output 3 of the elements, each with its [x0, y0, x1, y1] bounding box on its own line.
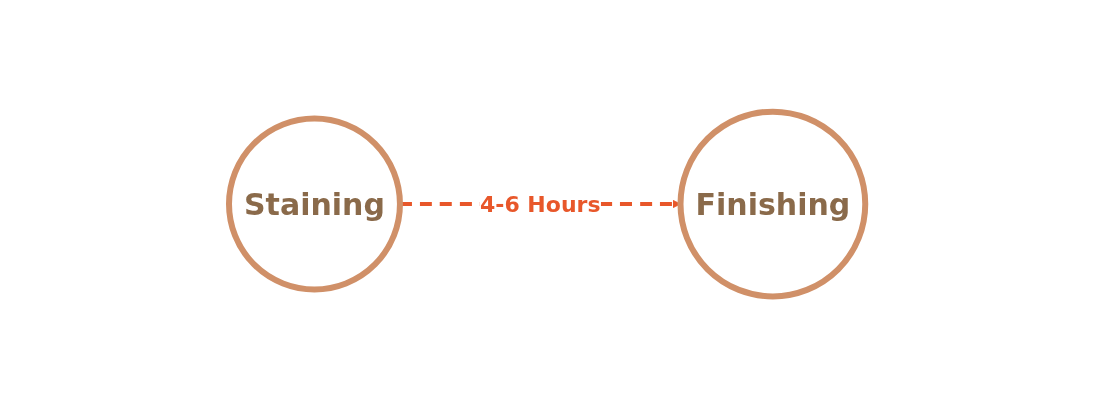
- node-circle: Staining: [225, 115, 403, 293]
- node-circle: Finishing: [677, 108, 869, 300]
- edge-label: 4-6 Hours: [479, 191, 601, 217]
